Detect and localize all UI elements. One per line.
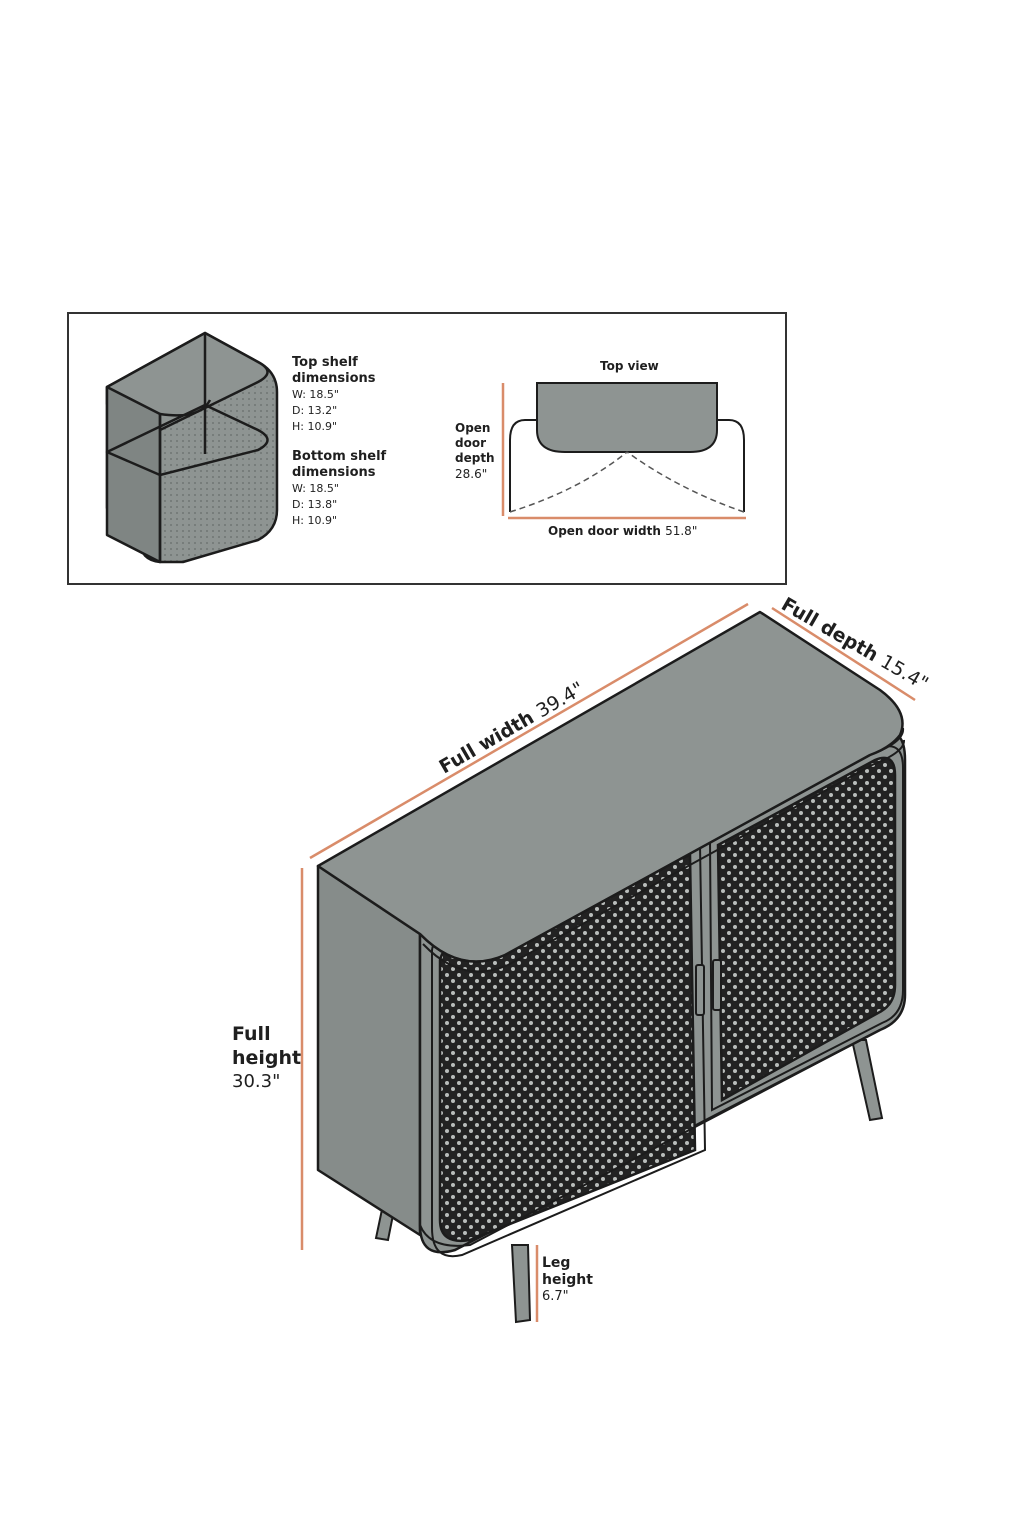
top-shelf-title-line1: Top shelf (292, 355, 358, 370)
leg-height-line2: height (542, 1272, 593, 1288)
top-shelf-title-line2: dimensions (292, 371, 376, 386)
full-height-line1: Full (232, 1023, 271, 1045)
open-door-depth-line3: depth (455, 451, 495, 465)
top-view-label: Top view (600, 359, 659, 373)
top-shelf-height: H: 10.9" (292, 420, 337, 433)
inset-panel: Top shelf dimensions W: 18.5" D: 13.2" H… (67, 312, 787, 585)
full-height-line2: height (232, 1047, 301, 1069)
top-shelf-depth: D: 13.2" (292, 404, 337, 417)
top-shelf-width: W: 18.5" (292, 388, 339, 401)
full-width-dimension-line (309, 602, 749, 860)
open-door-depth-line2: door (455, 436, 486, 450)
bottom-shelf-title-line1: Bottom shelf (292, 449, 387, 464)
left-door-handle (695, 964, 705, 1016)
open-door-depth-line1: Open (455, 421, 490, 435)
bottom-shelf-depth: D: 13.8" (292, 498, 337, 511)
right-door-handle (712, 959, 722, 1011)
leg-height-value: 6.7" (542, 1289, 569, 1304)
bottom-shelf-title-line2: dimensions (292, 465, 376, 480)
top-view-illustration (501, 382, 746, 520)
full-height-value: 30.3" (232, 1071, 280, 1092)
full-depth-dimension-line (771, 606, 916, 702)
front-left-leg (510, 1244, 532, 1324)
cabinet-illustration (300, 602, 916, 1324)
open-door-width-label: Open door width 51.8" (548, 524, 697, 538)
right-door-mesh (716, 756, 897, 1103)
back-right-leg (850, 1039, 884, 1122)
open-door-depth-value: 28.6" (455, 467, 487, 481)
bottom-shelf-width: W: 18.5" (292, 482, 339, 495)
bottom-shelf-height: H: 10.9" (292, 514, 337, 527)
shelf-cube-illustration (105, 331, 279, 564)
leg-height-line1: Leg (542, 1255, 570, 1271)
